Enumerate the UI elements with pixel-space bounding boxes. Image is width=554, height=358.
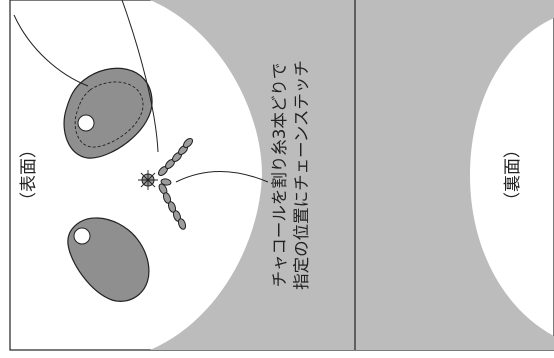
back-gray-panel [355, 0, 554, 350]
leader-line-dashed-outline [13, 14, 89, 87]
front-gray-panel [150, 0, 355, 350]
leader-line-stitch-note [175, 171, 269, 183]
back-label: （裏面） [502, 141, 523, 209]
front-label: （表面） [19, 141, 39, 209]
instruction-line-2: 指定の位置にチェーンステッチ [292, 60, 311, 290]
upper-eye-shape [63, 67, 153, 159]
instruction-line-1: チャコールを割り糸3本どりで [270, 63, 289, 288]
chain-stitch-motif [138, 138, 193, 230]
lower-eye-shape [67, 217, 150, 302]
leader-line-center-point [121, 0, 159, 153]
